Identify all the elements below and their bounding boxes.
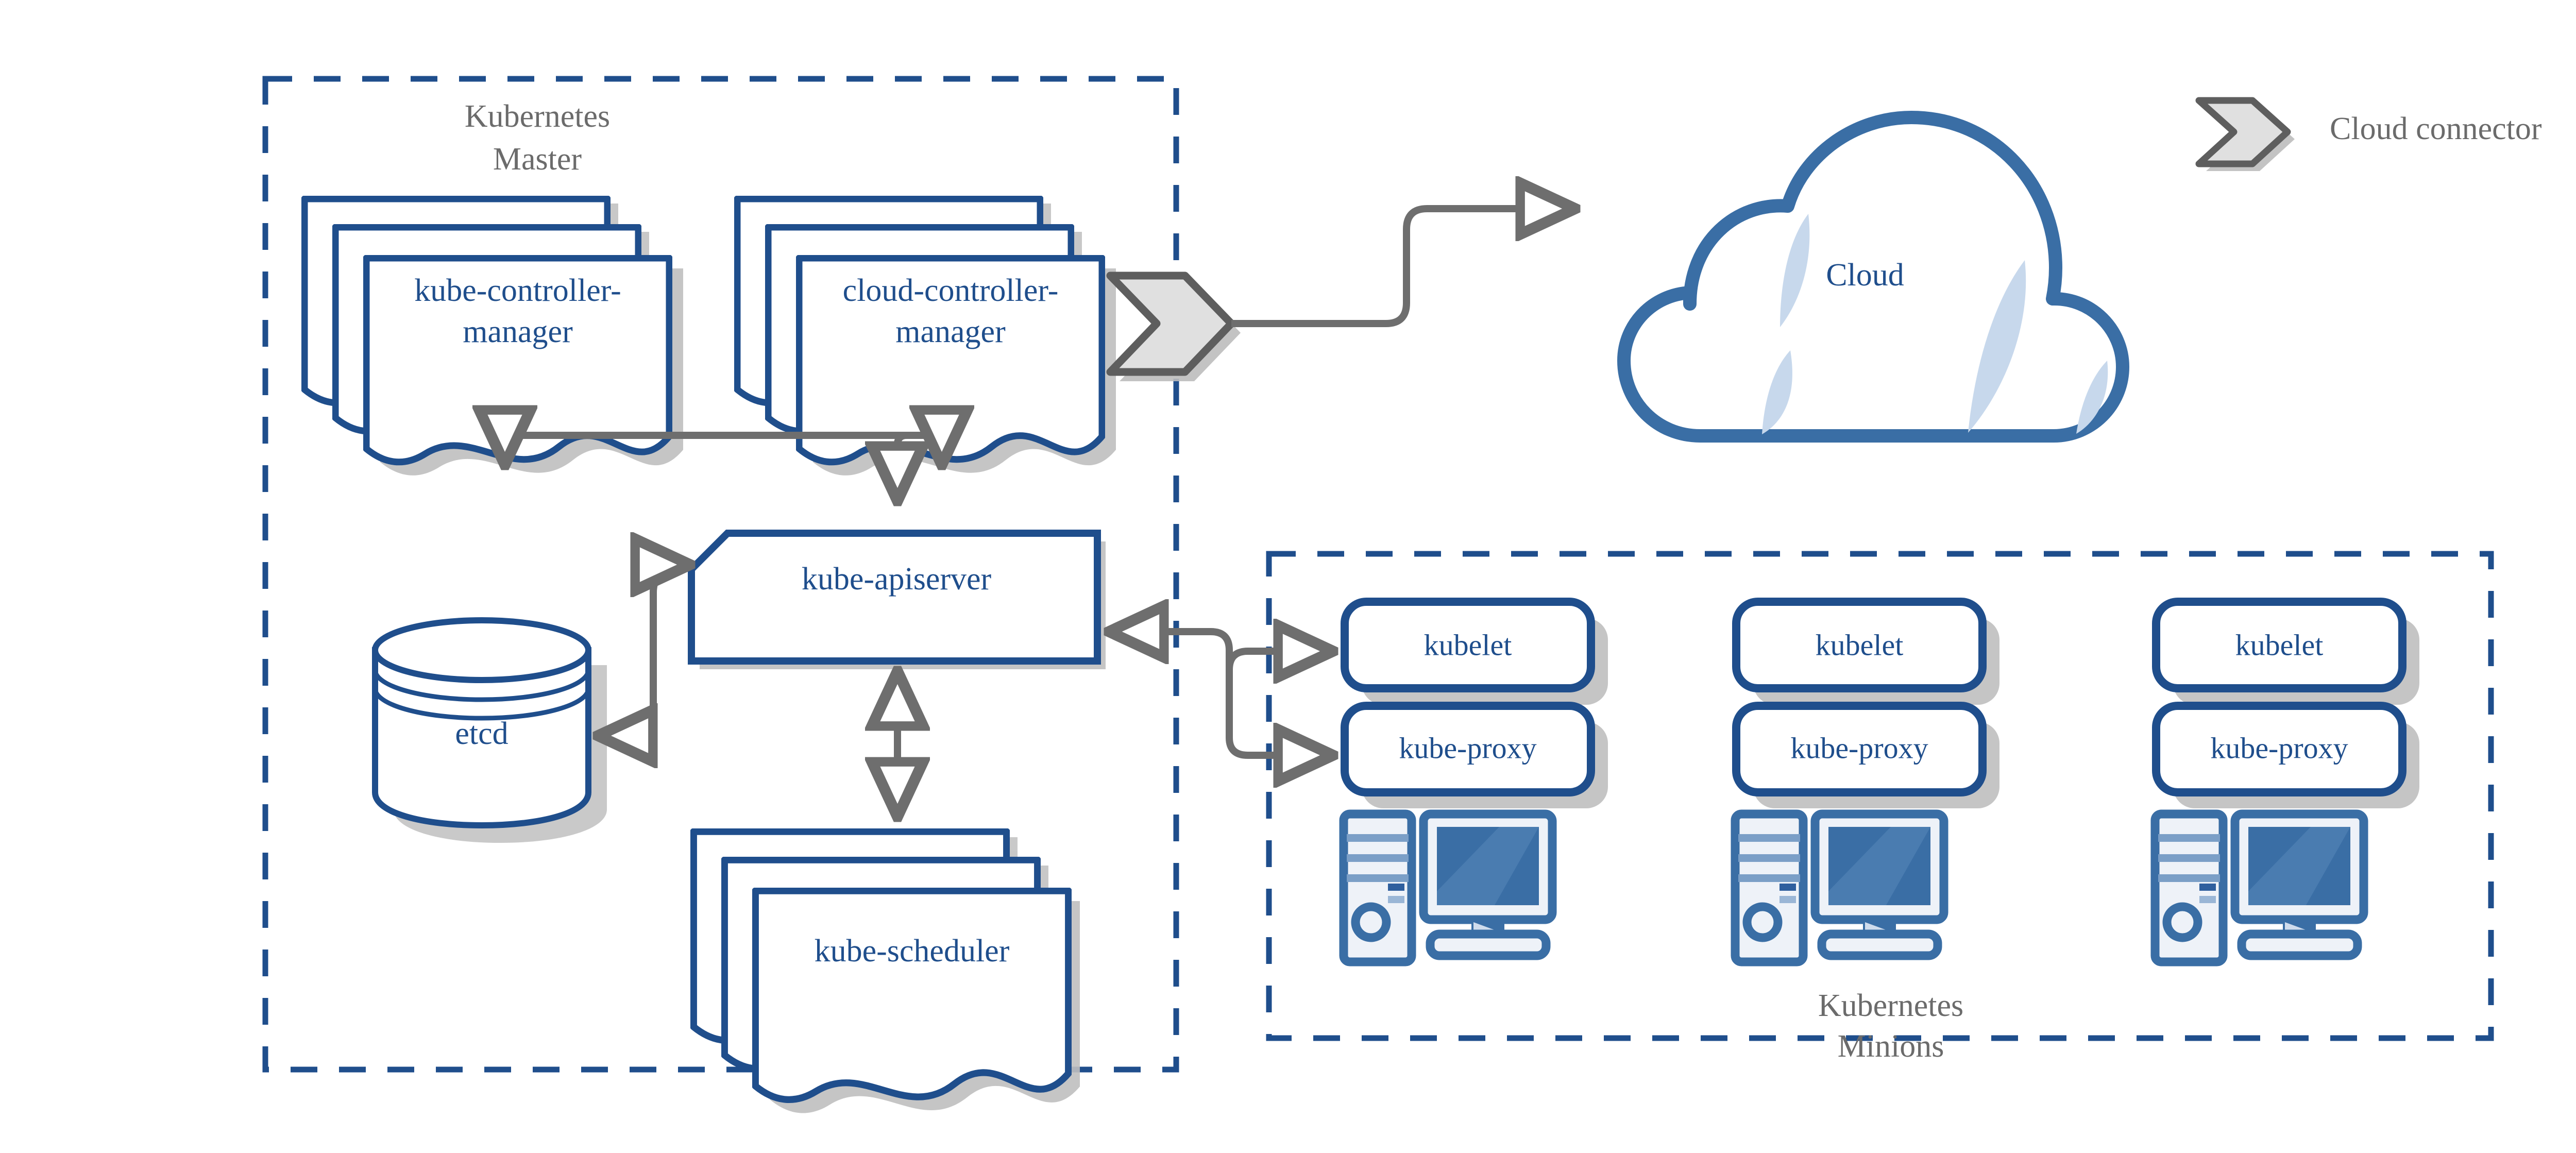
kube-controller-manager-label-line2: manager [463, 314, 573, 349]
power-button-icon [2162, 902, 2202, 942]
power-button-icon [1351, 902, 1391, 942]
kubelet-label: kubelet [2235, 628, 2324, 662]
kubelet-shape [2152, 598, 2406, 692]
doc-page-front [755, 891, 1069, 1099]
cloud-controller-manager-label-line1: cloud-controller- [843, 273, 1059, 308]
minion-node-2: kubelet kube-proxy [1731, 598, 1999, 967]
tower-led [1780, 896, 1796, 903]
monitor-base [2237, 929, 2362, 960]
tower-stripe [1347, 834, 1409, 842]
tower-stripe [1347, 874, 1409, 882]
cloud-connector-icon [2195, 97, 2291, 167]
etcd-top-ellipse [372, 617, 591, 683]
tower-led [2199, 884, 2216, 891]
etcd-ring-2 [372, 688, 591, 721]
tower-stripe [2158, 834, 2220, 842]
minions-group-label-line2: Minions [1838, 1029, 1944, 1064]
tower-led [2199, 896, 2216, 903]
monitor-glare [1437, 827, 1539, 905]
minions-dashed-border [1266, 551, 2494, 1041]
connector-controllers-to-apiserver [505, 435, 942, 502]
tower-case [2150, 809, 2228, 967]
tower-stripe [1738, 854, 1800, 862]
kubelet-shape [1732, 598, 1987, 692]
tower-stripe [1738, 874, 1800, 882]
controller-join-left [505, 435, 907, 466]
apiserver-shape [688, 530, 1101, 665]
cloud-label: Cloud [1826, 258, 1904, 293]
minions-group-label-line1: Kubernetes [1818, 988, 1963, 1023]
legend-label-text: Cloud connector [2330, 111, 2542, 146]
monitor-base [1817, 929, 1942, 960]
tower-stripe [2158, 854, 2220, 862]
apiserver-inbound [1108, 632, 1233, 650]
node-cloud-controller-manager[interactable]: cloud-controller- manager [737, 199, 1116, 476]
controller-join-right [907, 435, 942, 466]
kube-scheduler-label: kube-scheduler [815, 934, 1010, 969]
tower-case [1731, 809, 1808, 967]
kubelet-box[interactable]: kubelet [1341, 598, 1608, 705]
connector-cloud-controller-to-cloud [1231, 209, 1577, 327]
kube-proxy-shape [1732, 702, 1987, 796]
branch-to-kube-proxy [1226, 738, 1334, 755]
kubelet-label: kubelet [1816, 628, 1904, 662]
kube-proxy-box[interactable]: kube-proxy [1732, 702, 1999, 808]
kubelet-shape [1341, 598, 1595, 692]
cloud-connector-chevron [1106, 272, 1235, 376]
computer-icon [2150, 809, 2368, 967]
connector-apiserver-etcd [597, 565, 691, 736]
monitor-base [1426, 929, 1551, 960]
kube-proxy-shape [2152, 702, 2406, 796]
kube-apiserver-label: kube-apiserver [802, 562, 992, 597]
computer-icon [1731, 809, 1948, 967]
minions-group-label: Kubernetes Minions [1818, 988, 1963, 1064]
cloud-connector-icon[interactable] [1106, 272, 1241, 381]
master-dashed-border [262, 76, 1179, 1073]
etcd-label: etcd [455, 716, 508, 751]
kube-proxy-box[interactable]: kube-proxy [2152, 702, 2419, 808]
master-group-label-line2: Master [493, 142, 582, 177]
monitor-glare [1828, 827, 1930, 905]
kubelet-box[interactable]: kubelet [2152, 598, 2419, 705]
tower-led [1780, 884, 1796, 891]
kube-proxy-shape [1341, 702, 1595, 796]
minion-node-1: kubelet kube-proxy [1339, 598, 1608, 967]
node-kube-controller-manager[interactable]: kube-controller- manager [304, 199, 683, 476]
cloud-controller-manager-label-line2: manager [895, 314, 1006, 349]
node-kube-apiserver[interactable]: kube-apiserver [688, 530, 1106, 669]
cloud-highlights [1762, 214, 2108, 434]
computer-icon [1339, 809, 1557, 967]
tower-stripe [1347, 854, 1409, 862]
group-kubernetes-master: Kubernetes Master [262, 76, 1179, 1073]
node-etcd[interactable]: etcd [372, 617, 607, 843]
legend-cloud-connector: Cloud connector [2195, 97, 2542, 171]
tower-stripe [1738, 834, 1800, 842]
etcd-ring-1 [372, 669, 591, 702]
tower-led [1388, 896, 1404, 903]
kube-proxy-label: kube-proxy [1790, 731, 1928, 765]
kubelet-label: kubelet [1424, 628, 1512, 662]
minion-node-3: kubelet kube-proxy [2150, 598, 2419, 967]
cloud-connector-line [1231, 209, 1577, 327]
tower-case [1339, 809, 1416, 967]
monitor-glare [2248, 827, 2350, 905]
tower-stripe [2158, 874, 2220, 882]
group-kubernetes-minions [1266, 551, 2494, 1041]
kube-proxy-label: kube-proxy [2210, 731, 2348, 765]
master-group-label-line1: Kubernetes [465, 99, 610, 134]
tower-led [1388, 884, 1404, 891]
kube-proxy-box[interactable]: kube-proxy [1341, 702, 1608, 808]
node-cloud[interactable]: Cloud [1617, 111, 2129, 443]
apiserver-etcd-line [597, 565, 691, 736]
kube-controller-manager-label-line1: kube-controller- [414, 273, 621, 308]
connector-apiserver-to-minions [1108, 632, 1334, 755]
branch-to-kubelet [1226, 651, 1334, 670]
kube-proxy-label: kube-proxy [1399, 731, 1536, 765]
controller-join-down [897, 432, 907, 502]
power-button-icon [1742, 902, 1783, 942]
kubelet-box[interactable]: kubelet [1732, 598, 1999, 705]
node-kube-scheduler[interactable]: kube-scheduler [693, 832, 1080, 1113]
